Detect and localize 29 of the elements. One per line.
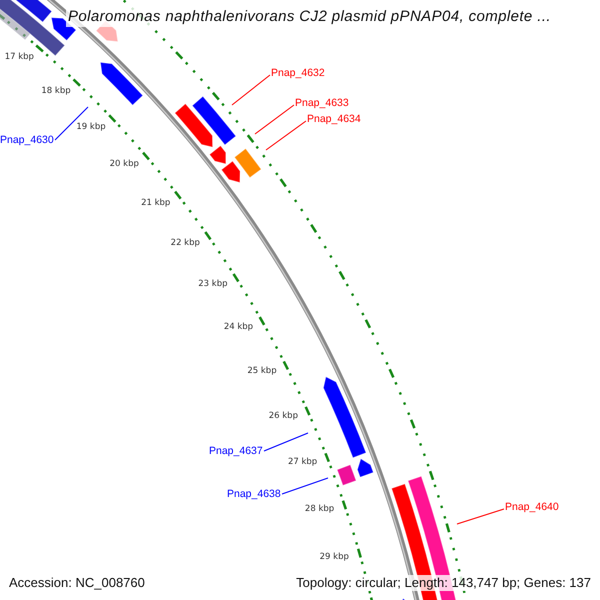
tick-label: 25 kbp: [247, 366, 277, 376]
gene-label: Pnap_4640: [505, 501, 559, 513]
leader-line: [54, 106, 88, 140]
tick-label: 18 kbp: [41, 86, 71, 96]
summary-text: Topology: circular; Length: 143,747 bp; Genes: 137: [296, 575, 591, 591]
tick-label: 19 kbp: [76, 122, 106, 132]
tick-label: 27 kbp: [288, 457, 318, 468]
tick-label: 17 kbp: [4, 52, 34, 62]
leader-line: [232, 74, 270, 106]
leader-line: [254, 104, 294, 134]
gene-label: Pnap_4632: [271, 67, 325, 79]
tick-label: 20 kbp: [110, 158, 139, 169]
tick-label: 24 kbp: [224, 322, 254, 332]
tick-label: 28 kbp: [304, 504, 334, 514]
leader-line: [282, 478, 328, 494]
gene-label: Pnap_4630: [0, 134, 54, 146]
gene-label: Pnap_4638: [227, 488, 281, 500]
leader-line: [264, 432, 308, 452]
accession-text: Accession: NC_008760: [9, 575, 145, 591]
tick-label: 23 kbp: [198, 279, 228, 290]
gene-label: Pnap_4633: [295, 97, 349, 109]
gene-label: Pnap_4634: [307, 113, 361, 125]
tick-label: 26 kbp: [268, 411, 298, 422]
tick-label: 22 kbp: [170, 238, 200, 248]
leader-line: [456, 508, 504, 524]
gene-label: Pnap_4637: [209, 445, 263, 457]
tick-label: 29 kbp: [320, 552, 349, 562]
leader-line: [266, 120, 306, 150]
tick-label: 21 kbp: [141, 198, 170, 208]
